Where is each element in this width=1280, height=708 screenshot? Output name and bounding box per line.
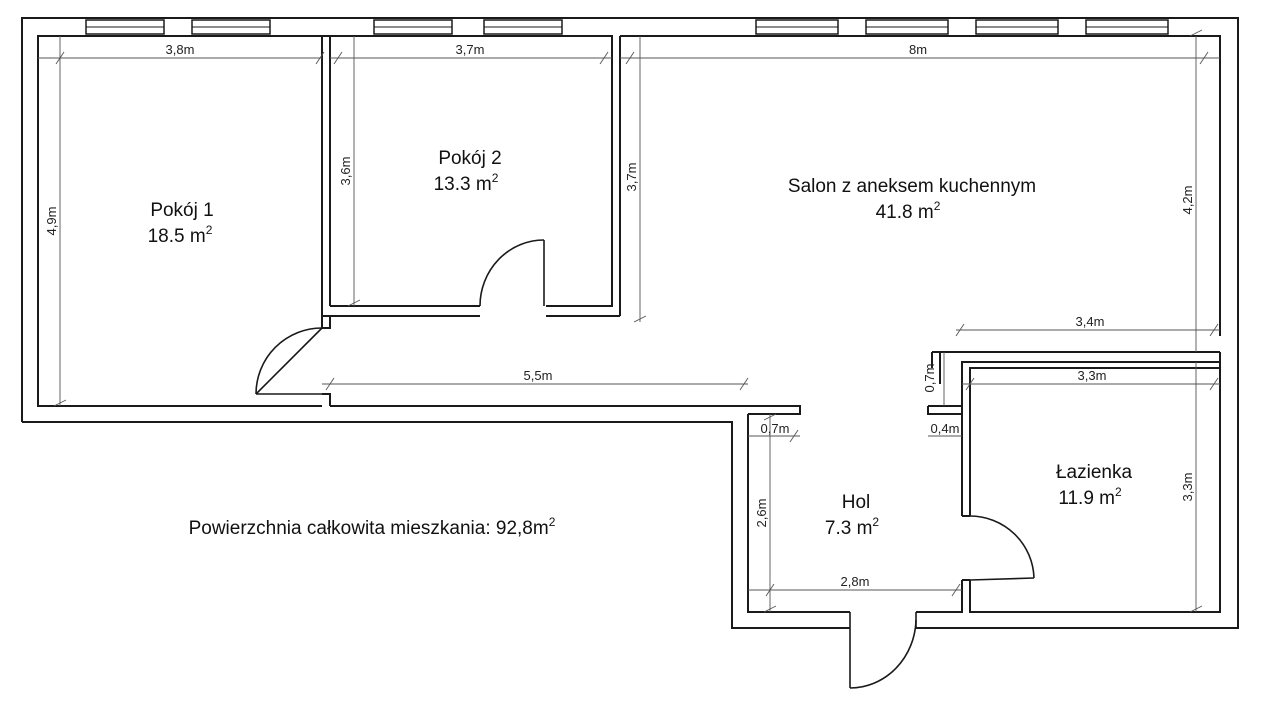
- door-lazienka: [969, 515, 1035, 581]
- windows: [85, 19, 1169, 35]
- dim-pokoj2-width: 3,7m: [456, 42, 485, 57]
- door-pokoj1: [255, 327, 323, 395]
- dim-pokoj1-width: 3,8m: [166, 42, 195, 57]
- room-hol-name: Hol: [842, 492, 871, 513]
- window: [755, 19, 839, 35]
- window: [191, 19, 271, 35]
- room-labels: Pokój 1 18.5 m2 Pokój 2 13.3 m2 Salon z …: [148, 148, 1133, 539]
- dimension-labels: 3,8m 4,9m 3,7m 3,6m 3,7m 8m 4,2m 3,4m 5,…: [44, 42, 1195, 589]
- total-area-label: Powierzchnia całkowita mieszkania: 92,8m…: [189, 515, 556, 539]
- dim-pokoj1-height: 4,9m: [44, 207, 59, 236]
- dim-lazienka-height: 3,3m: [1180, 473, 1195, 502]
- room-lazienka-area: 11.9 m2: [1058, 485, 1122, 509]
- window: [865, 19, 949, 35]
- inner-walls: [37, 35, 1221, 613]
- room-pokoj1-name: Pokój 1: [150, 200, 213, 221]
- door-entrance: [849, 612, 917, 689]
- dim-hol-height: 2,6m: [754, 499, 769, 528]
- room-pokoj1-area: 18.5 m2: [148, 223, 213, 247]
- window: [373, 19, 453, 35]
- room-pokoj2-area: 13.3 m2: [434, 171, 499, 195]
- window: [975, 19, 1059, 35]
- room-hol-area: 7.3 m2: [825, 515, 880, 539]
- dim-passage-04: 0,4m: [931, 421, 960, 436]
- dim-passage-07-right: 0,7m: [922, 364, 937, 393]
- dim-hol-left-07: 0,7m: [761, 421, 790, 436]
- room-lazienka-name: Łazienka: [1056, 462, 1132, 483]
- dim-salon-right-height: 4,2m: [1180, 186, 1195, 215]
- outer-walls: [21, 17, 1239, 629]
- dim-lazienka-width: 3,3m: [1078, 368, 1107, 383]
- room-salon-area: 41.8 m2: [876, 199, 941, 223]
- dim-hol-width: 2,8m: [841, 574, 870, 589]
- dim-salon-left-height: 3,7m: [624, 163, 639, 192]
- window: [1085, 19, 1169, 35]
- room-salon-name: Salon z aneksem kuchennym: [788, 176, 1036, 197]
- dim-salon-width: 8m: [909, 42, 927, 57]
- doors: [255, 239, 1035, 689]
- dim-salon-lower-width: 3,4m: [1076, 314, 1105, 329]
- door-pokoj2: [479, 239, 545, 307]
- window: [483, 19, 563, 35]
- dimension-lines: [38, 29, 1220, 613]
- dim-pokoj2-height: 3,6m: [338, 157, 353, 186]
- room-pokoj2-name: Pokój 2: [438, 148, 501, 169]
- dim-corridor-length: 5,5m: [524, 368, 553, 383]
- window: [85, 19, 165, 35]
